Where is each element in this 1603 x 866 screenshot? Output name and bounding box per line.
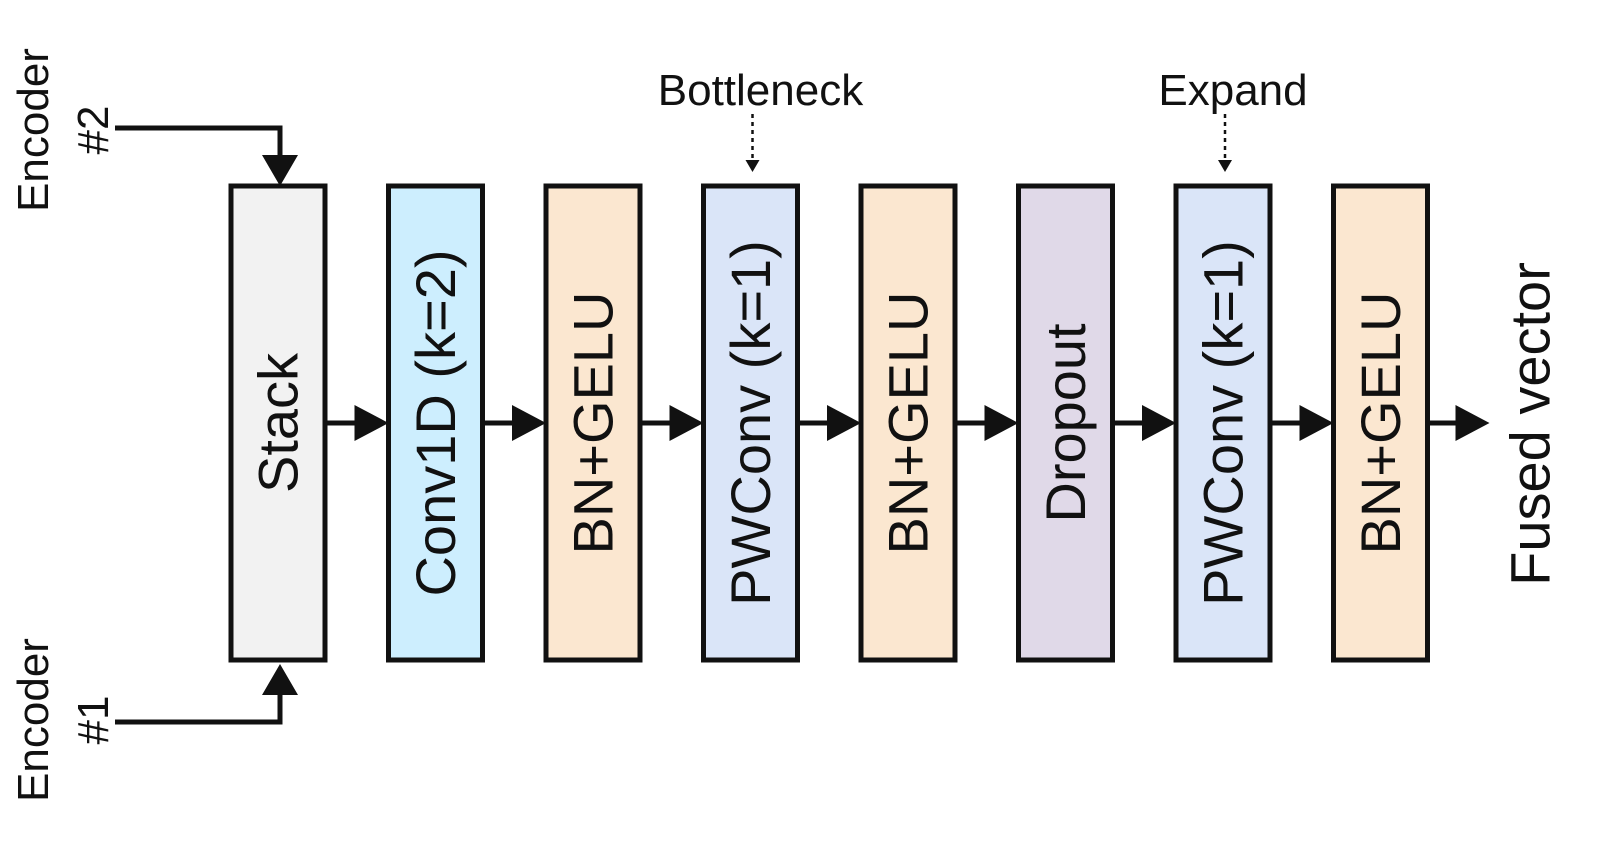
flow-arrowhead: [512, 405, 546, 441]
flow-arrowhead: [827, 405, 861, 441]
block-dropout: Dropout: [1016, 183, 1115, 663]
block-stack: Stack: [228, 183, 328, 663]
encoder-1-label-line2: #1: [69, 696, 118, 745]
output-label: Fused vector: [1499, 262, 1562, 586]
flow-arrowhead: [1142, 405, 1176, 441]
arrows-layer: [325, 405, 1490, 441]
block-bn-gelu: BN+GELU: [858, 183, 958, 663]
block-bn-gelu: BN+GELU: [543, 183, 643, 663]
flow-arrowhead: [669, 405, 704, 441]
block-label: PWConv (k=1): [1192, 240, 1255, 606]
block-pwconv-k-1: PWConv (k=1): [1173, 183, 1273, 663]
output-arrowhead: [1455, 405, 1490, 441]
block-label: PWConv (k=1): [719, 240, 782, 606]
annotation-label: Expand: [1158, 66, 1307, 115]
block-label: Dropout: [1034, 323, 1097, 523]
annotation-label: Bottleneck: [658, 66, 864, 115]
encoder-2-arrowhead: [262, 155, 298, 186]
block-label: BN+GELU: [1349, 292, 1412, 555]
block-conv1d-k-2: Conv1D (k=2): [386, 183, 485, 663]
encoder-2-label-line1: Encoder: [9, 48, 58, 212]
flow-arrowhead: [354, 405, 389, 441]
block-bn-gelu: BN+GELU: [1331, 183, 1430, 663]
block-box: [1331, 183, 1430, 663]
annotation-expand: Expand: [1158, 66, 1308, 172]
flow-arrowhead: [1299, 405, 1334, 441]
encoder-1-connector: [115, 692, 283, 725]
block-box: [1016, 183, 1115, 663]
block-pwconv-k-1: PWConv (k=1): [701, 183, 800, 663]
blocks-layer: Stack Conv1D (k=2) BN+GELU PWConv (k=1) BN+G…: [228, 183, 1430, 663]
block-box: [228, 183, 328, 663]
encoder-1-arrowhead: [262, 664, 298, 695]
encoder-2-connector: [115, 125, 283, 158]
block-label: Conv1D (k=2): [404, 249, 467, 596]
block-label: BN+GELU: [562, 292, 625, 555]
block-box: [701, 183, 800, 663]
encoder-2-label-line2: #2: [69, 106, 118, 155]
encoder-1-label-line1: Encoder: [9, 638, 58, 802]
block-label: Stack: [247, 352, 310, 493]
flow-arrowhead: [984, 405, 1019, 441]
annotation-arrowhead: [745, 160, 760, 172]
annotation-arrowhead: [1218, 160, 1232, 172]
block-box: [386, 183, 485, 663]
block-label: BN+GELU: [877, 292, 940, 555]
annotations-layer: Bottleneck Expand: [658, 66, 1308, 172]
annotation-bottleneck: Bottleneck: [658, 66, 864, 172]
block-box: [858, 183, 958, 663]
